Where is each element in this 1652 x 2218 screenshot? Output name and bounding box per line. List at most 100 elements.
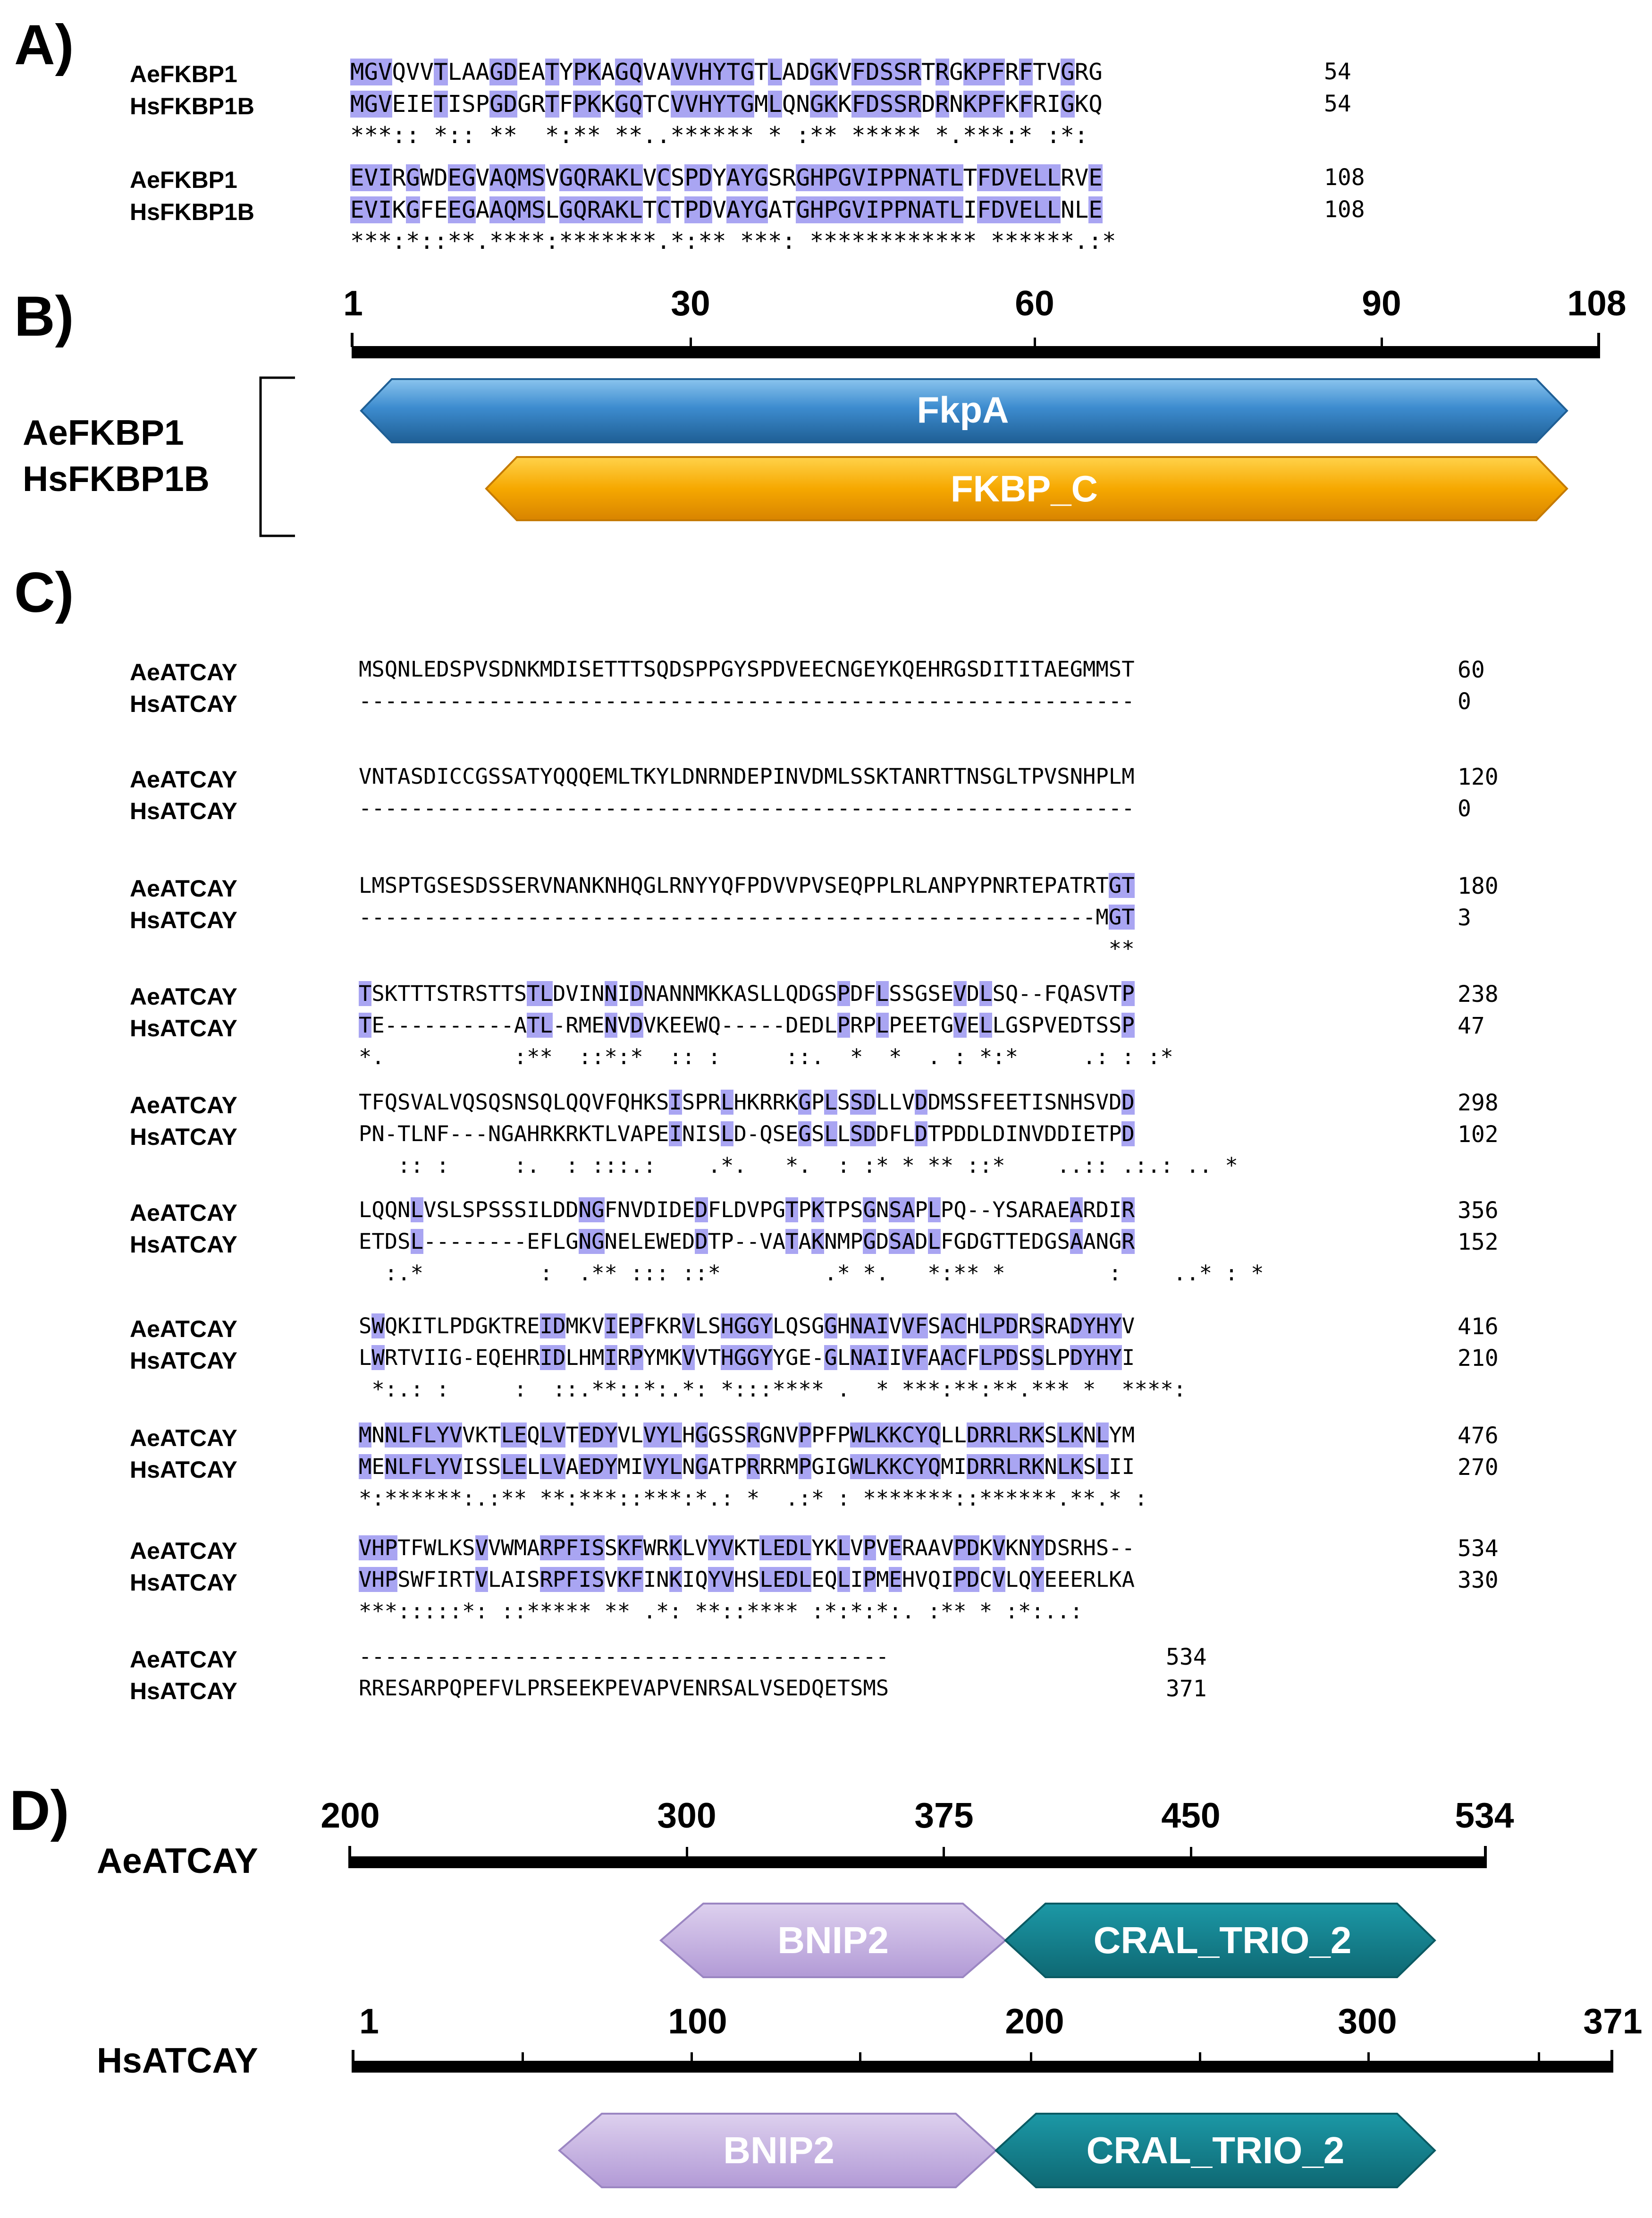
domain-hs-bnip2-label: BNIP2 — [723, 2129, 834, 2171]
c-block-6-row-0-end: 416 — [1458, 1313, 1499, 1340]
c-block-0-row-1-sequence: ----------------------------------------… — [359, 688, 1135, 713]
domain-hs-cral-trio-2: CRAL_TRIO_2 — [995, 2113, 1436, 2188]
ruler-hs-minor-tick-250 — [1199, 2052, 1201, 2061]
c-block-7-row-0-end: 476 — [1458, 1422, 1499, 1449]
c-block-1-row-1-sequence: ----------------------------------------… — [359, 796, 1135, 821]
a-block-0-row-1-name: HsFKBP1B — [130, 93, 254, 119]
c-block-4-row-0-end: 298 — [1458, 1090, 1499, 1116]
ruler-hs-minor-tick-350 — [1538, 2052, 1540, 2061]
c-block-2-row-1-name: HsATCAY — [130, 907, 237, 933]
domain-ae-bnip2-label: BNIP2 — [777, 1919, 889, 1961]
ruler-b-tick-60: 60 — [1015, 283, 1054, 323]
c-block-7-row-1-sequence: MENLFLYVISSLELLVAEDYMIVYLNGATPRRRMPGIGWL… — [359, 1454, 1135, 1479]
ruler-b-tick-mark-30 — [690, 338, 692, 347]
c-block-6-row-1-name: HsATCAY — [130, 1347, 237, 1374]
c-block-8-row-1-end: 330 — [1458, 1567, 1499, 1593]
domain-fkbp-c-label: FKBP_C — [951, 468, 1098, 509]
c-block-8-consensus: ***:::::*: ::***** ** .*: **::**** :*:*:… — [359, 1599, 1083, 1624]
a-block-1-row-1-name: HsFKBP1B — [130, 199, 254, 225]
domain-ae-cral-trio-2: CRAL_TRIO_2 — [1004, 1903, 1436, 1978]
ruler-ae-tick-mark-300 — [686, 1847, 688, 1856]
a-block-1-row-1-end: 108 — [1324, 196, 1365, 223]
c-block-3-row-0-name: AeATCAY — [130, 983, 237, 1010]
c-block-8-row-1-name: HsATCAY — [130, 1569, 237, 1596]
c-block-5-row-1-end: 152 — [1458, 1229, 1499, 1255]
ruler-hs-tick-mark-371 — [1610, 2050, 1613, 2061]
c-block-7-row-0-sequence: MNNLFLYVVKTLEQLVTEDYVLVYLHGGSSRGNVPPFPWL… — [359, 1422, 1135, 1448]
a-block-1-row-1-sequence: EVIKGFEEGAAQMSLGQRAKLTCTPDVAYGATGHPGVIPP… — [350, 196, 1103, 223]
c-block-2-row-1-end: 3 — [1458, 905, 1471, 931]
ruler-hs — [352, 2050, 1613, 2073]
c-block-4-row-0-sequence: TFQSVALVQSQSNSQLQQVFQHKSISPRLHKRRKGPLSSD… — [359, 1090, 1135, 1115]
c-block-1-row-1-name: HsATCAY — [130, 798, 237, 824]
ruler-ae-tick-mark-375 — [943, 1847, 945, 1856]
ruler-hs-tick-200: 200 — [1005, 2001, 1064, 2041]
c-block-5-row-1-name: HsATCAY — [130, 1231, 237, 1258]
c-block-5-consensus: :.* : .** ::: ::* .* *. *:** * : ..* : * — [359, 1261, 1264, 1286]
ruler-ae-tick-mark-534 — [1484, 1846, 1487, 1857]
c-block-6-row-0-sequence: SWQKITLPDGKTREIDMKVIEPFKRVLSHGGYLQSGGHNA… — [359, 1313, 1135, 1338]
c-block-1-row-0-name: AeATCAY — [130, 766, 237, 793]
c-block-1-row-0-end: 120 — [1458, 764, 1499, 790]
c-block-7-row-0-name: AeATCAY — [130, 1425, 237, 1451]
panel-label-c: C) — [14, 561, 74, 624]
panel-label-d: D) — [9, 1779, 69, 1842]
domain-ae-bnip2: BNIP2 — [659, 1903, 1007, 1978]
ruler-hs-bar — [352, 2061, 1613, 2073]
a-block-1-consensus: ***:*::**.****:*******.*:** ***: *******… — [350, 228, 1116, 254]
ruler-b-tick-mark-90 — [1381, 338, 1383, 347]
c-block-3-consensus: *. :** ::*:* :: : ::. * * . : *:* .: : :… — [359, 1044, 1173, 1069]
c-block-6-consensus: *:.: : : ::.**::*:.*: *:::**** . * ***:*… — [359, 1377, 1187, 1402]
ruler-hs-tick-mark-100 — [691, 2052, 693, 2061]
a-block-1-row-0-end: 108 — [1324, 164, 1365, 191]
ruler-b-tick-1: 1 — [343, 283, 363, 323]
ruler-hs-tick-mark-200 — [1030, 2052, 1032, 2061]
ruler-hs-tick-1: 1 — [359, 2001, 379, 2041]
ruler-b-tick-90: 90 — [1362, 283, 1401, 323]
a-block-0-row-1-end: 54 — [1324, 91, 1351, 117]
c-block-9-row-1-name: HsATCAY — [130, 1678, 237, 1704]
domain-hs-bnip2: BNIP2 — [557, 2113, 997, 2188]
ruler-ae-tick-mark-450 — [1190, 1847, 1192, 1856]
ruler-b-bar — [352, 346, 1600, 358]
c-block-2-row-0-sequence: LMSPTGSESDSSERVNANKNHQGLRNYYQFPDVVPVSEQP… — [359, 873, 1135, 898]
ruler-hs-tick-300: 300 — [1338, 2001, 1397, 2041]
panel-label-a: A) — [14, 13, 74, 76]
c-block-0-row-1-name: HsATCAY — [130, 691, 237, 717]
domain-hs-cral-trio-2-label: CRAL_TRIO_2 — [1087, 2129, 1345, 2171]
ruler-b — [351, 333, 1600, 358]
panel-label-b: B) — [14, 285, 74, 348]
c-block-4-row-1-name: HsATCAY — [130, 1124, 237, 1150]
c-block-3-row-1-name: HsATCAY — [130, 1015, 237, 1041]
c-block-7-consensus: *:******:.:** **:***::***:*.: * .:* : **… — [359, 1486, 1147, 1511]
ruler-b-tick-30: 30 — [671, 283, 710, 323]
ruler-ae-tick-200: 200 — [320, 1795, 380, 1835]
ruler-hs-tick-371: 371 — [1583, 2001, 1643, 2041]
domain-fkpa-label: FkpA — [917, 389, 1009, 431]
c-block-3-row-0-end: 238 — [1458, 981, 1499, 1007]
c-block-6-row-0-name: AeATCAY — [130, 1316, 237, 1342]
ruler-ae — [348, 1846, 1487, 1868]
c-block-7-row-1-end: 270 — [1458, 1454, 1499, 1481]
ruler-ae-tick-534: 534 — [1455, 1795, 1514, 1835]
ruler-hs-minor-tick-50 — [522, 2052, 524, 2061]
c-block-0-row-1-end: 0 — [1458, 688, 1471, 715]
c-block-4-consensus: :: : :. : :::.: .*. *. : :* * ** ::* ..:… — [359, 1153, 1238, 1178]
c-block-4-row-1-end: 102 — [1458, 1121, 1499, 1148]
c-block-1-row-0-sequence: VNTASDICCGSSATYQQQEMLTKYLDNRNDEPINVDMLSS… — [359, 764, 1135, 789]
ruler-hs-tick-100: 100 — [668, 2001, 727, 2041]
ruler-ae-tick-300: 300 — [657, 1795, 716, 1835]
c-block-4-row-1-sequence: PN-TLNF---NGAHRKRKTLVAPEINISLD-QSEGSLLSD… — [359, 1121, 1135, 1146]
c-block-8-row-0-sequence: VHPTFWLKSVVWMARPFISSKFWRKLVYVKTLEDLYKLVP… — [359, 1535, 1135, 1560]
domain-ae-cral-trio-2-label: CRAL_TRIO_2 — [1094, 1919, 1352, 1961]
a-block-0-consensus: ***:: *:: ** *:** **..****** * :** *****… — [350, 122, 1088, 149]
c-block-7-row-1-name: HsATCAY — [130, 1456, 237, 1483]
protein-label-hsatcay: HsATCAY — [97, 2040, 258, 2080]
c-block-5-row-1-sequence: ETDSL--------EFLGNGNELEWEDDTP--VATAKNMPG… — [359, 1229, 1135, 1254]
a-block-0-row-0-sequence: MGVQVVTLAAGDEATYPKAGQVAVVHYTGTLADGKVFDSS… — [350, 59, 1103, 85]
a-block-0-row-1-sequence: MGVEIETISPGDGRTFPKKGQTCVVHYTGMLQNGKKFDSS… — [350, 91, 1103, 118]
ruler-ae-tick-mark-200 — [348, 1846, 351, 1857]
c-block-3-row-0-sequence: TSKTTTSTRSTTSTLDVINNIDNANNMKKASLLQDGSPDF… — [359, 981, 1135, 1006]
c-block-8-row-1-sequence: VHPSWFIRTVLAISRPFISVKFINKIQYVHSLEDLEQLIP… — [359, 1567, 1135, 1592]
